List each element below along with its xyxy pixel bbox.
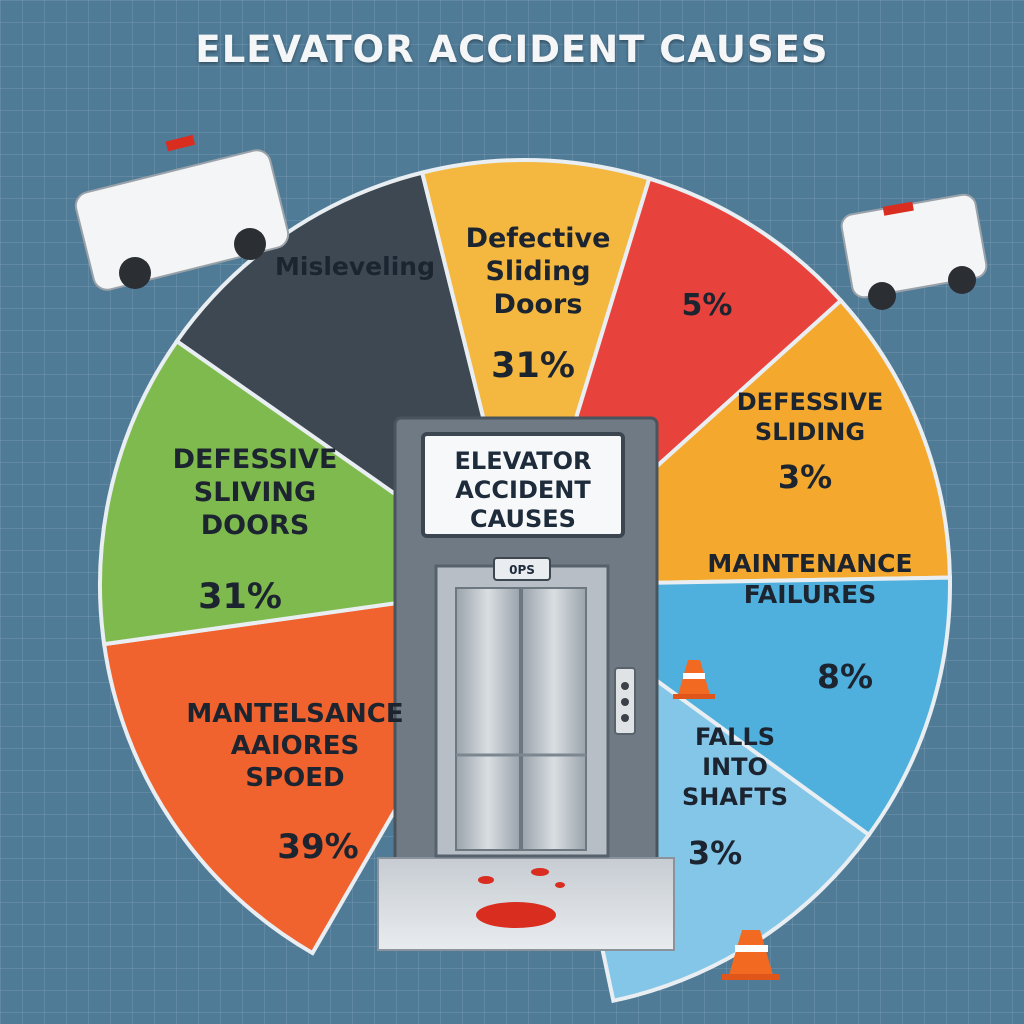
slice-name-label: SHAFTS (682, 783, 788, 811)
call-button-down (621, 714, 629, 722)
slice-name-label: Doors (494, 289, 583, 320)
slice-value-label: 3% (688, 834, 742, 872)
door-right (521, 587, 587, 851)
slice-name-label: MAINTENANCE (707, 549, 912, 578)
slice-value-label: 8% (817, 657, 873, 696)
slice-name-label: SPOED (245, 763, 344, 793)
slice-name-label: SLIVING (194, 477, 316, 508)
elevator-display-panel (493, 557, 551, 581)
traffic-cone-icon (673, 660, 715, 699)
slice-value-label: 5% (682, 288, 733, 323)
chart-title: ELEVATOR ACCIDENT CAUSES (195, 28, 829, 71)
floor-spill-drop (555, 882, 565, 888)
center-sign (421, 432, 625, 538)
elevator-illustration: ELEVATOR ACCIDENT CAUSES 0PS (377, 416, 675, 951)
slice-name-label: DOORS (201, 510, 310, 541)
ambulance-icon (74, 134, 290, 291)
center-label-line-3: CAUSES (470, 505, 576, 533)
elevator-display: 0PS (509, 563, 535, 577)
slice-value-label: 39% (277, 827, 358, 867)
center-label-line-2: ACCIDENT (455, 476, 591, 504)
slice-name-label: FAILURES (744, 580, 877, 609)
slice-value-label: 31% (491, 346, 575, 386)
slice-name-label: Sliding (485, 256, 590, 287)
call-button-mid (621, 698, 629, 706)
slice-name-label: MANTELSANCE (186, 699, 403, 729)
slice-name-label: AAIORES (231, 731, 360, 761)
call-button-up (621, 682, 629, 690)
floor-spill-drop (478, 876, 494, 884)
door-left (455, 587, 521, 851)
slice-name-label: DEFESSIVE (737, 388, 884, 416)
slice-name-label: SLIDING (755, 418, 865, 446)
floor-spill (476, 902, 556, 928)
slice-value-label: 31% (198, 577, 282, 617)
slice-name-label: DEFESSIVE (173, 444, 338, 475)
center-label-line-1: ELEVATOR (455, 447, 592, 475)
slice-name-label: Misleveling (275, 252, 435, 281)
traffic-cone-icon (722, 930, 780, 980)
floor-spill-drop (531, 868, 549, 876)
slice-name-label: FALLS (695, 723, 775, 751)
slice-name-label: INTO (702, 753, 768, 781)
pie-slice (419, 158, 652, 593)
slice-value-label: 3% (778, 458, 832, 496)
slice-name-label: Defective (466, 223, 611, 254)
ambulance-icon (840, 193, 988, 310)
